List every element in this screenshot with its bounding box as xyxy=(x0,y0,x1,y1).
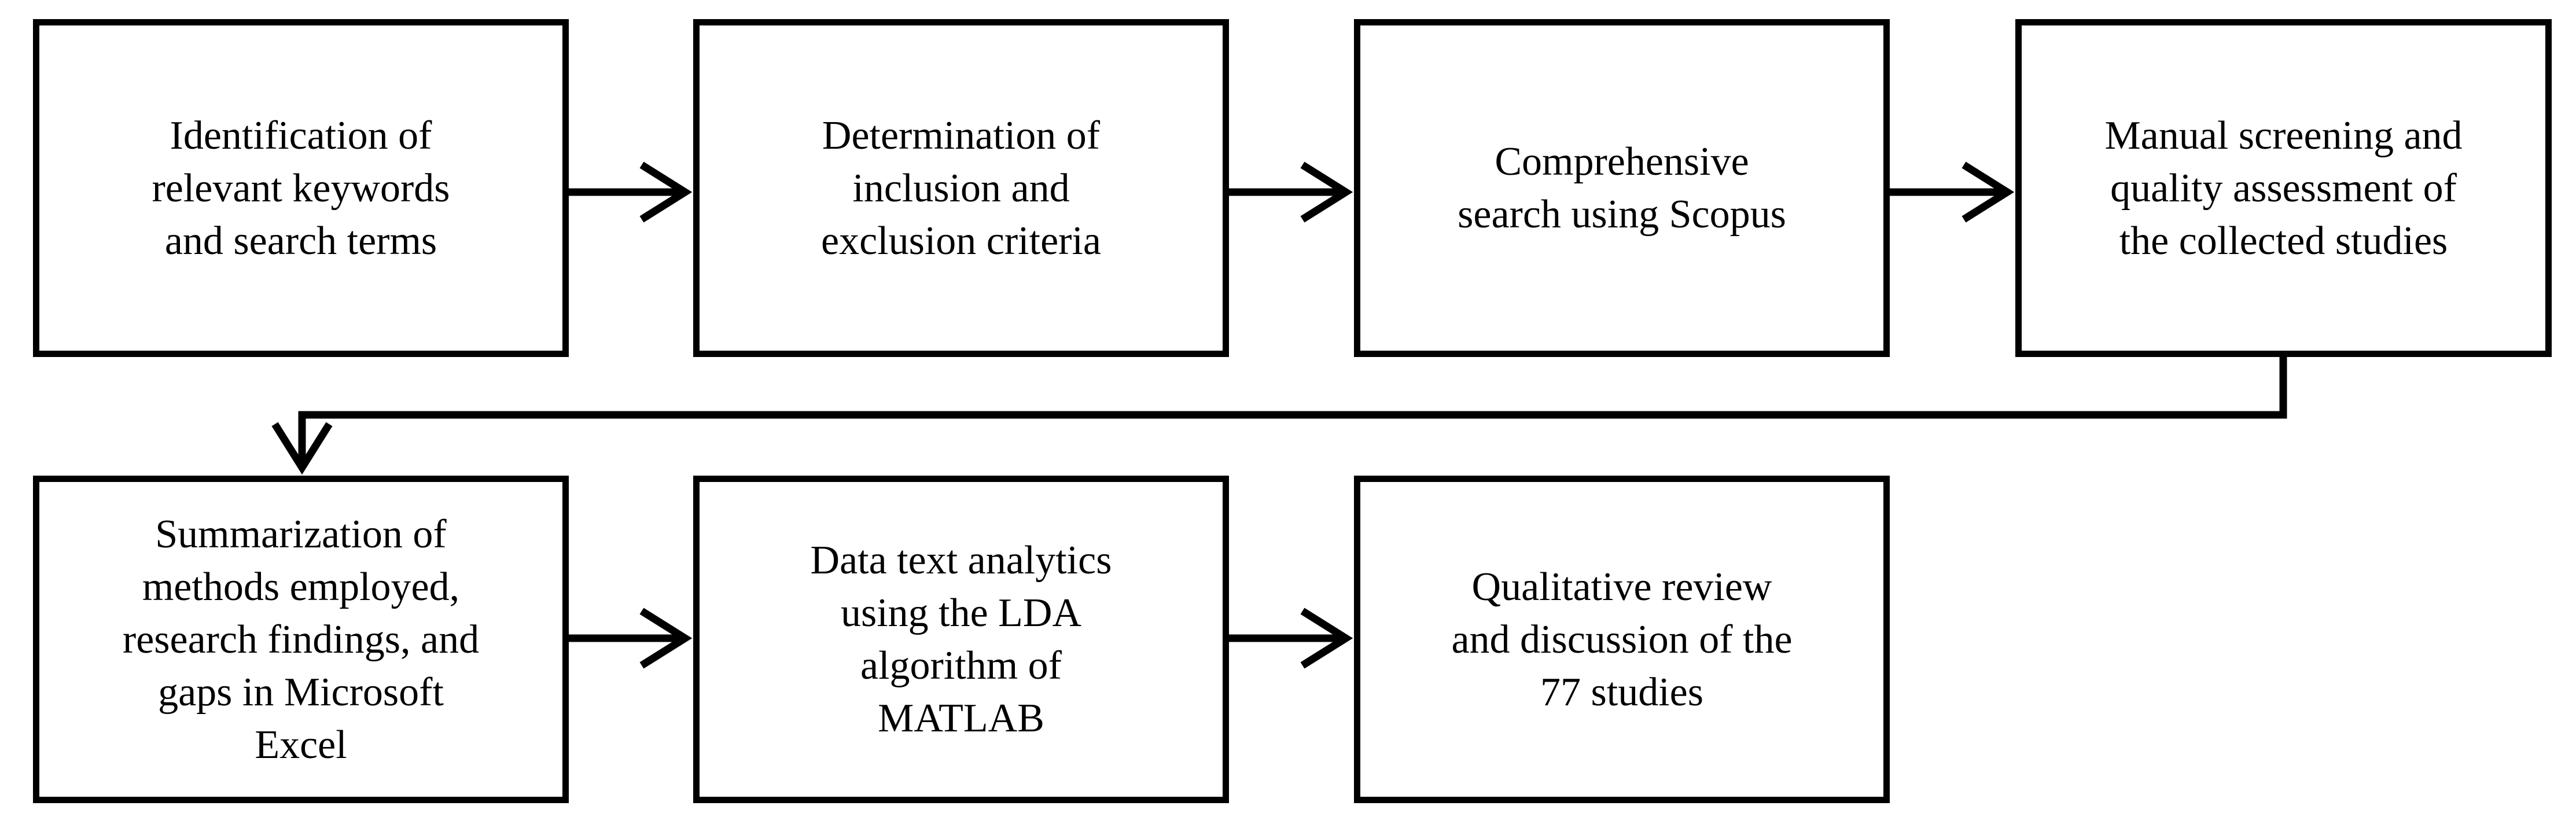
flow-edge-2-3 xyxy=(1229,161,1353,223)
flow-node-6-label: Data text analytics using the LDA algori… xyxy=(810,538,1112,741)
flow-edge-5-6 xyxy=(569,608,693,669)
flow-node-5[interactable]: Summarization of methods employed, resea… xyxy=(33,476,569,803)
flow-node-3[interactable]: Comprehensive search using Scopus xyxy=(1354,19,1890,357)
flow-node-2-label: Determination of inclusion and exclusion… xyxy=(821,113,1101,263)
flow-node-1[interactable]: Identification of relevant keywords and … xyxy=(33,19,569,357)
flow-node-1-label: Identification of relevant keywords and … xyxy=(152,113,450,263)
flow-edge-3-4 xyxy=(1890,161,2015,223)
flow-node-7[interactable]: Qualitative review and discussion of the… xyxy=(1354,476,1890,803)
flow-node-2[interactable]: Determination of inclusion and exclusion… xyxy=(693,19,1229,357)
flow-edge-6-7 xyxy=(1229,608,1353,669)
flow-node-3-label: Comprehensive search using Scopus xyxy=(1458,139,1786,237)
flow-node-7-label: Qualitative review and discussion of the… xyxy=(1451,564,1793,715)
flow-node-4-label: Manual screening and quality assessment … xyxy=(2104,113,2463,263)
flow-edge-1-2 xyxy=(569,161,693,223)
flow-node-5-label: Summarization of methods employed, resea… xyxy=(122,512,480,767)
flow-node-6[interactable]: Data text analytics using the LDA algori… xyxy=(693,476,1229,803)
flow-node-4[interactable]: Manual screening and quality assessment … xyxy=(2015,19,2552,357)
flow-edge-4-5 xyxy=(271,354,2287,475)
